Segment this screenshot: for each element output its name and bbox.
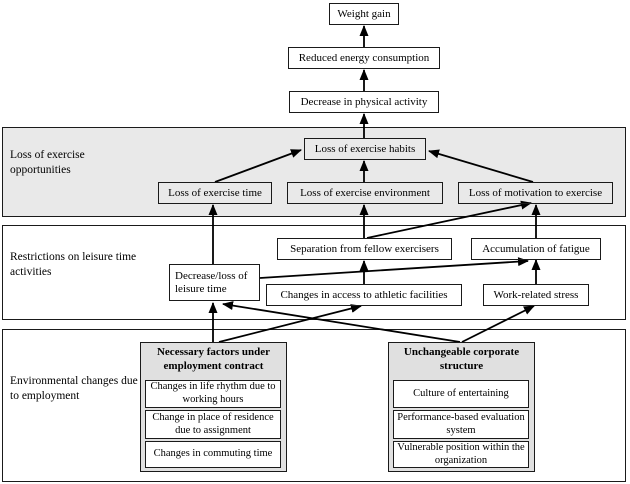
group-item-commuting-time: Changes in commuting time <box>145 441 281 468</box>
node-decrease-loss-of-leisure-time: Decrease/loss of leisure time <box>169 264 260 301</box>
node-loss-of-motivation-to-exercise: Loss of motivation to exercise <box>458 182 613 204</box>
node-changes-in-access-to-athletic-facilities: Changes in access to athletic facilities <box>266 284 462 306</box>
group-item-performance-evaluation: Performance-based evaluation system <box>393 410 529 439</box>
group-title-unchangeable-corporate: Unchangeable corporate structure <box>403 346 520 372</box>
node-accumulation-of-fatigue: Accumulation of fatigue <box>471 238 601 260</box>
node-loss-of-exercise-time: Loss of exercise time <box>158 182 272 204</box>
node-separation-from-fellow-exercisers: Separation from fellow exercisers <box>277 238 452 260</box>
band-label-restrictions-leisure-time: Restrictions on leisure time activities <box>10 251 137 278</box>
node-weight-gain: Weight gain <box>329 3 399 25</box>
group-item-life-rhythm: Changes in life rhythm due to working ho… <box>145 380 281 408</box>
group-unchangeable-corporate-structure: Unchangeable corporate structure Culture… <box>388 342 535 472</box>
node-reduced-energy-consumption: Reduced energy consumption <box>288 47 440 69</box>
band-label-environmental-changes: Environmental changes due to employment <box>10 375 138 402</box>
node-work-related-stress: Work-related stress <box>483 284 589 306</box>
node-loss-of-exercise-habits: Loss of exercise habits <box>304 138 426 160</box>
node-decrease-physical-activity: Decrease in physical activity <box>289 91 439 113</box>
node-loss-of-exercise-environment: Loss of exercise environment <box>287 182 443 204</box>
group-item-place-of-residence: Change in place of residence due to assi… <box>145 410 281 439</box>
band-label-loss-of-exercise-opportunities: Loss of exercise opportunities <box>10 149 85 176</box>
group-title-necessary-factors: Necessary factors under employment contr… <box>156 346 271 372</box>
group-necessary-factors: Necessary factors under employment contr… <box>140 342 287 472</box>
group-item-culture-of-entertaining: Culture of entertaining <box>393 380 529 408</box>
group-item-vulnerable-position: Vulnerable position within the organizat… <box>393 441 529 468</box>
